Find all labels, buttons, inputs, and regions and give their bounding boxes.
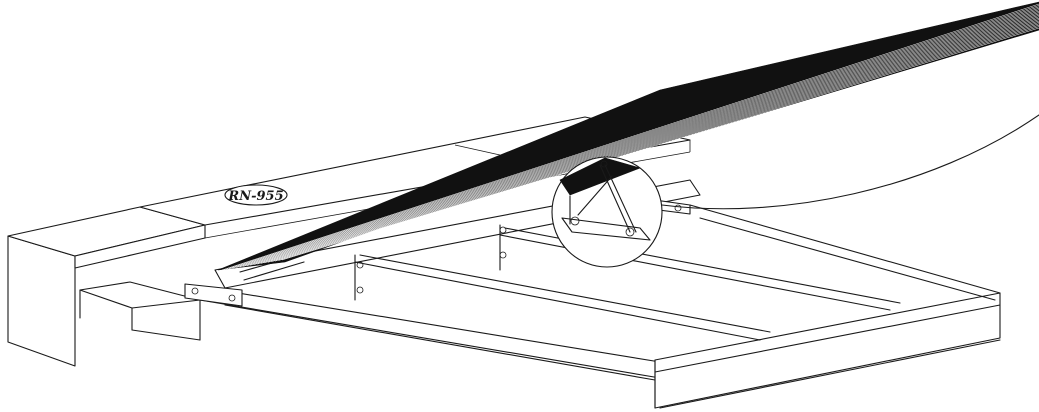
model-label: RN-955	[224, 184, 288, 206]
lifted-bed-base	[217, 1, 1039, 271]
hatch-line	[264, 20, 1039, 264]
hatch-line	[278, 26, 1039, 261]
hatch-line	[271, 23, 1039, 263]
model-label-text: RN-955	[227, 189, 283, 204]
hatch-line	[225, 5, 1039, 270]
hatch-line	[260, 19, 1039, 264]
hatch-line	[253, 16, 1039, 265]
hatch-line	[267, 22, 1039, 263]
hatch-line	[243, 12, 1039, 267]
nightstand	[7, 206, 206, 367]
hatch-line	[274, 24, 1039, 262]
hatch-line	[228, 6, 1039, 270]
hatch-line	[239, 10, 1039, 268]
mechanism-detail-callout	[551, 114, 1039, 268]
hatch-line	[232, 7, 1039, 269]
hatch-line	[281, 27, 1039, 261]
hatch-line	[221, 3, 1039, 271]
hatch-line	[250, 15, 1039, 266]
hatch-line	[246, 13, 1039, 267]
hatch-line	[236, 9, 1039, 268]
hatch-line	[257, 17, 1039, 265]
